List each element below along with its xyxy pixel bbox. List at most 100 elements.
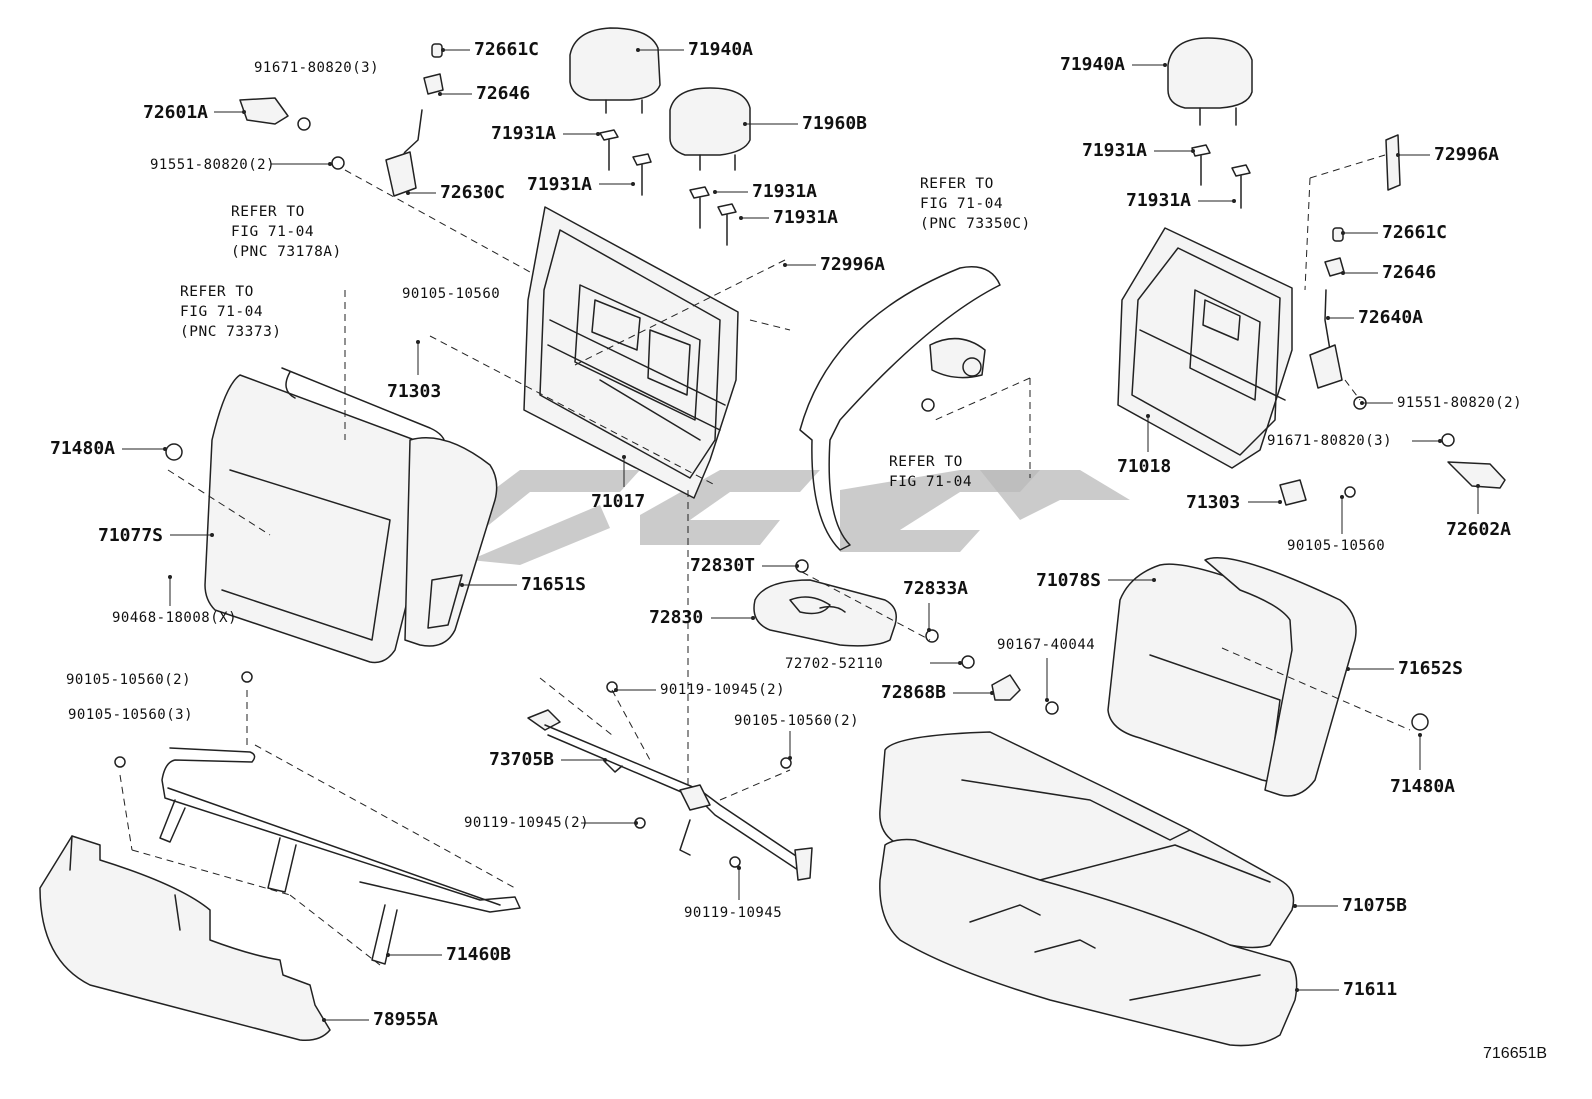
assembly-lines: [119, 154, 1411, 966]
leader-dot: [990, 691, 994, 695]
part-callout-label: 71611: [1343, 979, 1397, 1000]
leader-dot: [1340, 495, 1344, 499]
reference-note-line: REFER TO: [920, 176, 994, 192]
seatback-cushion-71077S: [204, 367, 447, 664]
seat-frame-71460B: [159, 747, 521, 965]
part-callout-label: 72661C: [1382, 222, 1447, 243]
part-callout-label: 91551-80820(2): [1397, 395, 1522, 411]
leader-dot: [1360, 401, 1364, 405]
part-callout-label: 71931A: [1126, 190, 1191, 211]
leader-dot: [958, 661, 962, 665]
leader-dot: [1293, 904, 1297, 908]
leader-dot: [596, 132, 600, 136]
leader-dot: [614, 688, 618, 692]
part-callout-label: 72646: [1382, 262, 1436, 283]
leader-dot: [1476, 484, 1480, 488]
part-callout-label: 73705B: [489, 749, 554, 770]
leader-dot: [210, 533, 214, 537]
seat-cover-78955A: [39, 835, 331, 1042]
leader-dot: [743, 122, 747, 126]
watermark-logo: [420, 470, 1130, 565]
leader-dot: [739, 216, 743, 220]
part-callout-label: 71480A: [50, 438, 115, 459]
part-callout-label: 71931A: [491, 123, 556, 144]
reference-note-line: (PNC 73373): [180, 324, 282, 340]
part-callout-label: 72833A: [903, 578, 968, 599]
part-callout-label: 71652S: [1398, 658, 1463, 679]
part-callout-label: 71931A: [773, 207, 838, 228]
part-callout-label: 71651S: [521, 574, 586, 595]
part-callout-label: 71303: [1186, 492, 1240, 513]
leader-dot: [1045, 698, 1049, 702]
part-callout-label: 71078S: [1036, 570, 1101, 591]
leader-dot: [168, 575, 172, 579]
part-callout-label: 72601A: [143, 102, 208, 123]
leader-dot: [631, 182, 635, 186]
leader-dot: [416, 340, 420, 344]
leader-dot: [441, 48, 445, 52]
leader-dot: [1191, 149, 1195, 153]
part-callout-label: 71940A: [1060, 54, 1125, 75]
part-callout-label: 72661C: [474, 39, 539, 60]
seatback-frame-71018: [1117, 227, 1293, 469]
leader-dot: [783, 263, 787, 267]
reference-note-line: REFER TO: [231, 204, 305, 220]
reference-note-line: FIG 71-04: [180, 304, 263, 320]
part-callout-label: 72830: [649, 607, 703, 628]
part-callout-label: 71931A: [752, 181, 817, 202]
leader-dot: [1418, 733, 1422, 737]
part-callout-label: 91671-80820(3): [254, 60, 379, 76]
part-callout-label: 72646: [476, 83, 530, 104]
leader-dot: [737, 866, 741, 870]
headrest-71960B: [669, 87, 751, 171]
seatbelt-assembly: [799, 266, 1001, 551]
leader-dot: [1341, 231, 1345, 235]
leader-dot: [751, 616, 755, 620]
part-callout-label: 71931A: [1082, 140, 1147, 161]
part-callout-label: 71303: [387, 381, 441, 402]
part-callout-label: 72996A: [820, 254, 885, 275]
leader-dot: [322, 1018, 326, 1022]
reference-note-line: REFER TO: [180, 284, 254, 300]
part-callout-label: 72830T: [690, 555, 755, 576]
armrest-72830: [753, 559, 1059, 715]
leader-dot: [460, 583, 464, 587]
recliner-parts-left: [239, 43, 444, 197]
headrest-71940A-right: [1167, 37, 1253, 126]
leader-dot: [927, 628, 931, 632]
headrest-guides-left: [599, 129, 737, 246]
part-callout-label: 90167-40044: [997, 637, 1095, 653]
leader-dot: [386, 953, 390, 957]
part-callout-label: 90105-10560: [1287, 538, 1385, 554]
part-callout-label: 91551-80820(2): [150, 157, 275, 173]
part-callout-label: 71017: [591, 491, 645, 512]
leader-dot: [1146, 414, 1150, 418]
part-callout-label: 90468-18008(X): [112, 610, 237, 626]
leader-dot: [438, 92, 442, 96]
seat-cushion-71075B: [879, 731, 1295, 949]
part-callout-label: 72630C: [440, 182, 505, 203]
leader-dot: [163, 447, 167, 451]
seatback-frame-71017: [523, 206, 739, 499]
headrest-71940A-left: [569, 27, 661, 114]
leader-dot: [1163, 63, 1167, 67]
leader-dot: [603, 758, 607, 762]
part-callout-label: 90105-10560: [402, 286, 500, 302]
leader-dot: [406, 191, 410, 195]
reference-note-line: FIG 71-04: [231, 224, 314, 240]
recliner-parts-right: [1279, 134, 1506, 506]
part-callout-label: 72702-52110: [785, 656, 883, 672]
part-callout-label: 90105-10560(2): [734, 713, 859, 729]
leader-dot: [328, 162, 332, 166]
leader-dot: [622, 455, 626, 459]
part-callout-label: 71460B: [446, 944, 511, 965]
part-callout-label: 91671-80820(3): [1267, 433, 1392, 449]
seatback-cushion-71652S: [165, 443, 1429, 797]
part-callout-label: 72640A: [1358, 307, 1423, 328]
leader-dot: [1232, 199, 1236, 203]
reference-note-line: (PNC 73350C): [920, 216, 1031, 232]
headrest-guides-right: [1191, 144, 1251, 209]
leader-dot: [1326, 316, 1330, 320]
leader-dot: [1152, 578, 1156, 582]
